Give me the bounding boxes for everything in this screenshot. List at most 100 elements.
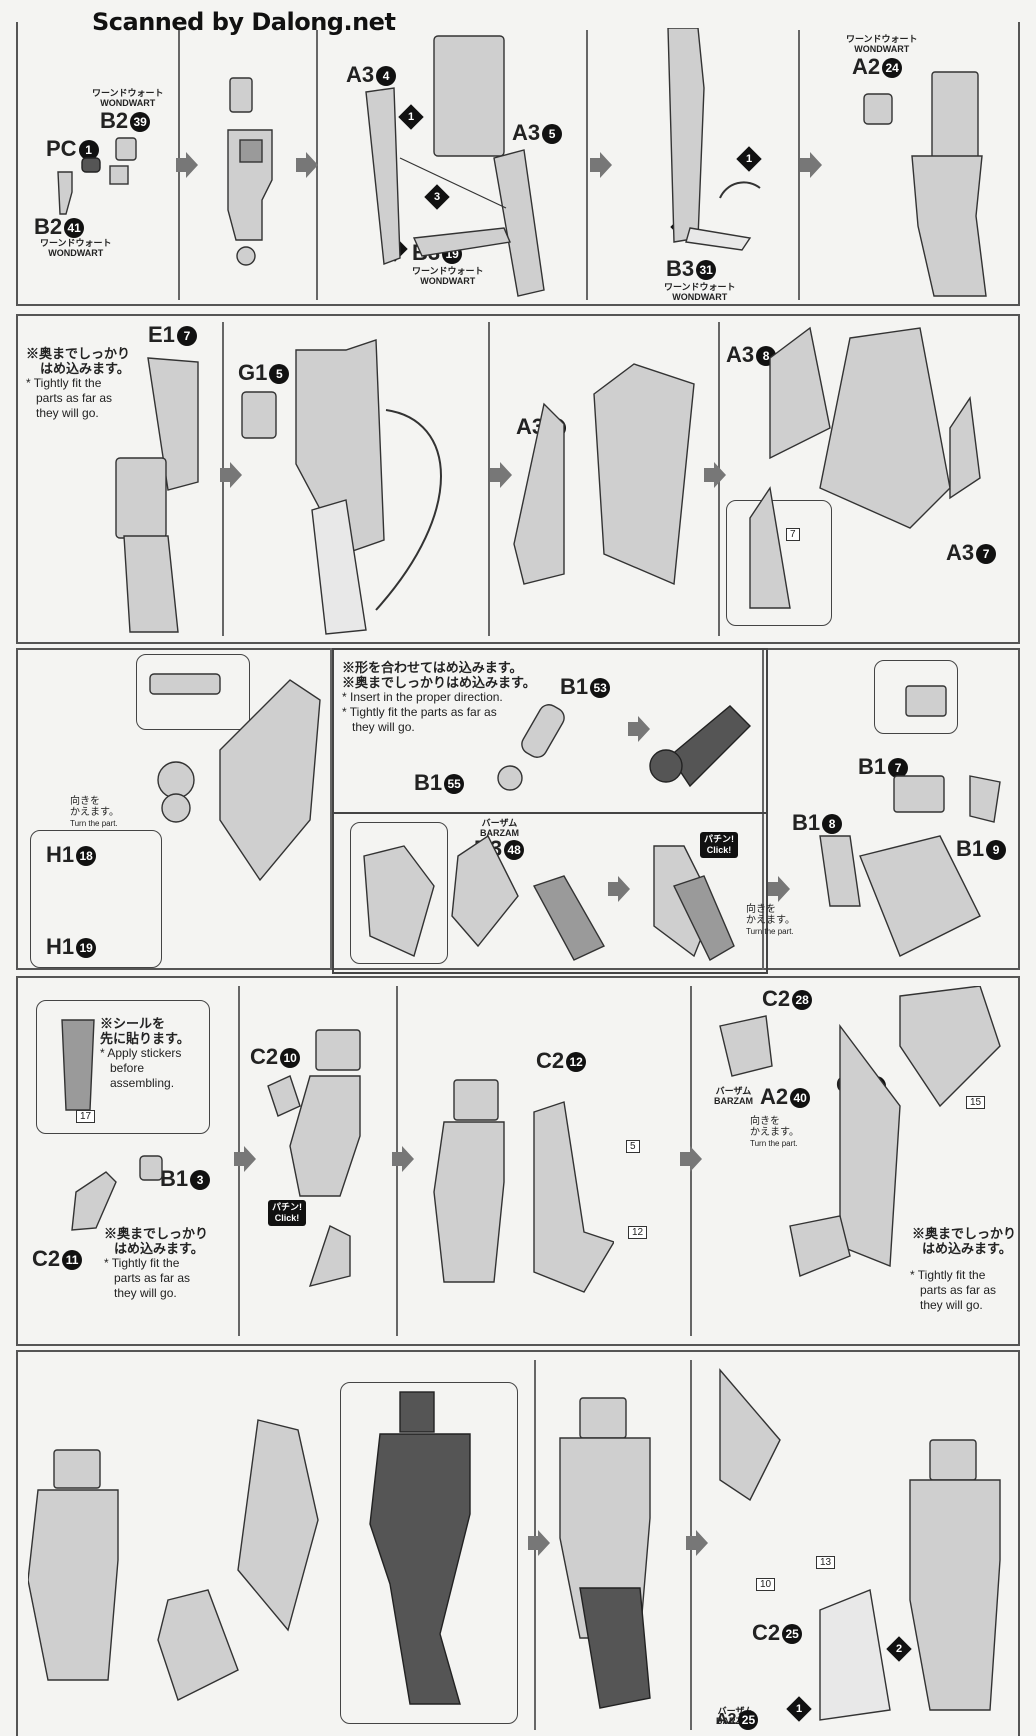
- step-arrow-icon: [590, 152, 612, 178]
- turn-note: 向きを かえます。 Turn the part.: [746, 904, 795, 937]
- tag-en: WONDWART: [854, 44, 910, 54]
- part-number: 7: [176, 326, 197, 347]
- note-en: Turn the part.: [746, 927, 794, 936]
- divider: [330, 648, 332, 970]
- tag-en: WONDWART: [420, 276, 476, 286]
- note-jp: 向きを: [70, 796, 100, 807]
- part-code: C2: [250, 1044, 279, 1069]
- tag-en: WONDWART: [100, 98, 156, 108]
- note-jp: かえます。: [750, 1127, 799, 1138]
- step-arrow-icon: [768, 876, 790, 902]
- part-number: 7: [888, 758, 909, 779]
- sticker-number: 5: [626, 1140, 640, 1153]
- part-number: 12: [566, 1052, 587, 1073]
- part-number: 8: [822, 814, 843, 835]
- step-arrow-icon: [176, 152, 198, 178]
- part-code: C2: [536, 1048, 565, 1073]
- sticker-ref: 10: [756, 1578, 776, 1591]
- part-number: 18: [76, 846, 97, 867]
- row-5: [16, 1350, 1020, 1736]
- fit-note: ※奥までしっかり はめ込みます。 * Tightly fit the parts…: [26, 346, 130, 421]
- step-arrow-icon: [628, 716, 650, 742]
- assembly-illustration: [719, 1368, 1001, 1721]
- assembly-illustration: [433, 1079, 614, 1293]
- sticker-ref: 7: [786, 528, 800, 541]
- tag-kana: ワーンドウォート: [846, 34, 918, 44]
- part-code: B1: [414, 770, 443, 795]
- assembly-illustration: [365, 35, 545, 297]
- note-en: * Apply stickers: [100, 1046, 182, 1060]
- detail-box: [30, 830, 162, 968]
- fit-note: * Tightly fit the parts as far as they w…: [910, 1268, 996, 1313]
- assembly-illustration: [267, 1029, 361, 1287]
- sticker-number: 13: [816, 1556, 836, 1569]
- step-arrow-icon: [392, 1146, 414, 1172]
- tag-en: WONDWART: [48, 248, 104, 258]
- detail-box: [350, 822, 448, 964]
- divider: [586, 30, 588, 300]
- assembly-illustration: [241, 339, 442, 635]
- step-arrow-icon: [608, 876, 630, 902]
- part-code: A2: [716, 1711, 737, 1729]
- note-jp: ※シールを: [100, 1016, 166, 1031]
- parts-illustration: [57, 137, 137, 215]
- step-arrow-icon: [800, 152, 822, 178]
- note-en: * Tightly fit the parts as far as: [342, 705, 497, 719]
- assembly-illustration: [149, 673, 321, 882]
- part-code: C2: [762, 986, 791, 1011]
- part-number: 5: [269, 364, 290, 385]
- scan-credit: Scanned by Dalong.net: [92, 8, 396, 36]
- sticker-ref: 5: [626, 1140, 640, 1153]
- part-number: 9: [986, 840, 1007, 861]
- note-en: * Tightly fit the: [910, 1268, 986, 1282]
- part-code: A2: [852, 54, 881, 79]
- part-number: 25: [782, 1624, 803, 1645]
- assembly-illustration: [497, 704, 751, 791]
- fit-note: ※形を合わせてはめ込みます。 ※奥までしっかりはめ込みます。 * Insert …: [342, 660, 536, 735]
- part-code: G1: [238, 360, 268, 385]
- part-code: A3: [512, 120, 541, 145]
- part-number: 31: [696, 260, 717, 281]
- part-number: 1: [78, 140, 99, 161]
- assembly-illustration: [719, 986, 1001, 1277]
- part-number: 24: [882, 58, 903, 79]
- part-number: 11: [62, 1250, 83, 1271]
- part-number: 39: [130, 112, 151, 133]
- row-1: [16, 22, 1020, 306]
- note-jp: ※奥までしっかり: [26, 346, 131, 361]
- part-number: 5: [542, 124, 563, 145]
- part-number: 4: [376, 66, 397, 87]
- step-arrow-icon: [220, 462, 242, 488]
- sticker-ref: 17: [76, 1110, 96, 1123]
- detail-box: [340, 1382, 518, 1724]
- part-number: 55: [444, 774, 465, 795]
- sticker-number: 15: [966, 1096, 986, 1109]
- tag-kana: ワーンドウォート: [92, 88, 164, 98]
- part-code: C2: [32, 1246, 61, 1271]
- part-code: B1: [160, 1166, 189, 1191]
- part-number: 7: [976, 544, 997, 565]
- part-code: A3: [346, 62, 375, 87]
- assembly-illustration: [28, 1419, 319, 1701]
- detail-box: [874, 660, 958, 734]
- part-code: A3: [946, 540, 975, 565]
